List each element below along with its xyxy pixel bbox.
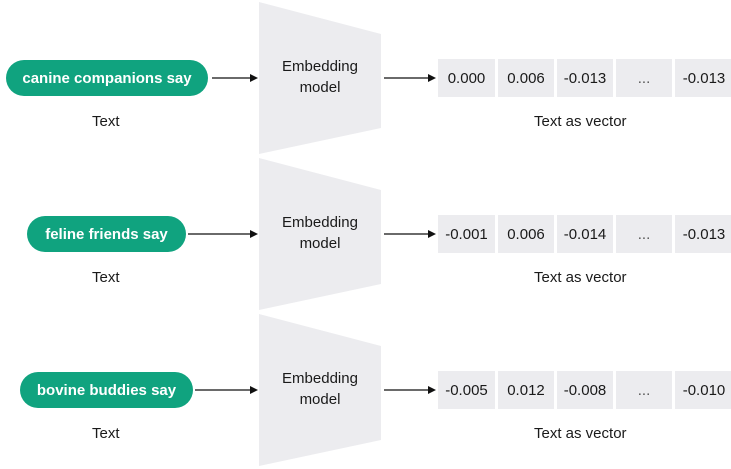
vector-cell: 0.006	[498, 59, 554, 97]
vector-cell-ellipsis: ...	[616, 59, 672, 97]
input-text-pill: canine companions say	[6, 60, 208, 96]
arrow-to-model	[195, 386, 258, 394]
vector-cell: -0.013	[675, 215, 731, 253]
model-label-line1: Embedding	[282, 214, 358, 231]
input-text-pill: bovine buddies say	[20, 372, 193, 408]
vector-cell-ellipsis: ...	[616, 215, 672, 253]
embedding-model-shape	[259, 314, 381, 466]
embedding-row-2: feline friends say Text Embedding model …	[0, 156, 731, 312]
vector-cell: -0.008	[557, 371, 613, 409]
output-vector: -0.001 0.006 -0.014 ... -0.013	[438, 215, 731, 253]
arrow-to-vector	[384, 74, 436, 82]
vector-caption: Text as vector	[534, 113, 627, 130]
model-label-line1: Embedding	[282, 370, 358, 387]
input-caption: Text	[92, 113, 120, 130]
model-label-line2: model	[299, 235, 341, 252]
output-vector: 0.000 0.006 -0.013 ... -0.013	[438, 59, 731, 97]
embedding-model-label: Embedding model	[257, 212, 383, 254]
vector-cell-ellipsis: ...	[616, 371, 672, 409]
arrow-to-model	[212, 74, 258, 82]
embedding-row-3: bovine buddies say Text Embedding model …	[0, 312, 731, 468]
vector-caption: Text as vector	[534, 425, 627, 442]
embedding-model-label: Embedding model	[257, 368, 383, 410]
vector-caption: Text as vector	[534, 269, 627, 286]
vector-cell: -0.005	[438, 371, 495, 409]
model-label-line2: model	[299, 79, 341, 96]
vector-cell: 0.000	[438, 59, 495, 97]
embedding-model-label: Embedding model	[257, 56, 383, 98]
input-caption: Text	[92, 425, 120, 442]
embedding-row-1: canine companions say Text Embedding mod…	[0, 0, 731, 156]
arrow-to-model	[188, 230, 258, 238]
model-label-line2: model	[299, 391, 341, 408]
vector-cell: 0.012	[498, 371, 554, 409]
embedding-model-shape	[259, 2, 381, 154]
vector-cell: -0.013	[675, 59, 731, 97]
vector-cell: -0.013	[557, 59, 613, 97]
arrow-to-vector	[384, 230, 436, 238]
vector-cell: -0.014	[557, 215, 613, 253]
input-caption: Text	[92, 269, 120, 286]
input-text-pill: feline friends say	[27, 216, 186, 252]
arrow-to-vector	[384, 386, 436, 394]
output-vector: -0.005 0.012 -0.008 ... -0.010	[438, 371, 731, 409]
embedding-model-shape	[259, 158, 381, 310]
vector-cell: -0.001	[438, 215, 495, 253]
vector-cell: 0.006	[498, 215, 554, 253]
vector-cell: -0.010	[675, 371, 731, 409]
model-label-line1: Embedding	[282, 58, 358, 75]
